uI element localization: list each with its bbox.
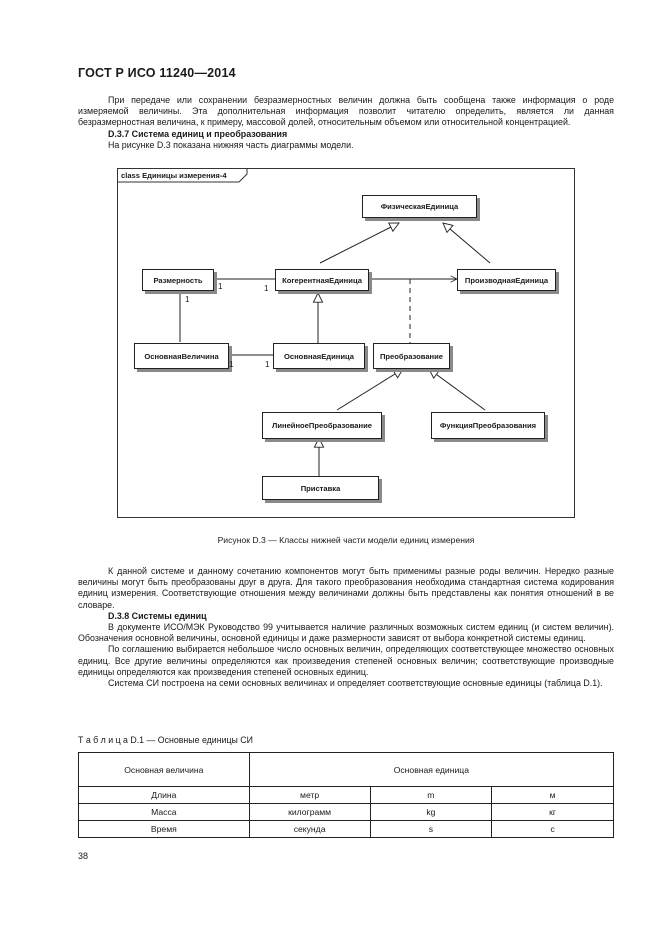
table-cell: Время [78, 820, 250, 838]
section-d37-title: D.3.7 Система единиц и преобразования [108, 128, 288, 139]
table-cell: m [369, 786, 493, 804]
gen-lin-preobr [336, 369, 403, 411]
figure-caption: Рисунок D.3 — Классы нижней части модели… [217, 535, 475, 545]
body-text: К данной системе и данному сочетанию ком… [78, 566, 614, 689]
class-osnovnaya-edinica: ОсновнаяЕдиница [273, 343, 365, 369]
table-row: Длина метр m м [78, 786, 614, 804]
gen-func-preobr [429, 369, 486, 411]
diagram-frame [117, 168, 575, 518]
multiplicity-label: 1 [185, 295, 190, 304]
table-cell: метр [248, 786, 371, 804]
table-cell: Масса [78, 803, 250, 821]
multiplicity-label: 1 [229, 360, 234, 369]
class-pristavka: Приставка [262, 476, 379, 500]
diagram-lines [117, 168, 575, 518]
table-cell: kg [369, 803, 493, 821]
multiplicity-label: 1 [264, 284, 269, 293]
class-fizicheskaya-edinica: ФизическаяЕдиница [362, 195, 477, 218]
table-cell: м [491, 786, 614, 804]
si-units-table: Основная величина Основная единица Длина… [78, 752, 615, 838]
paragraph: К данной системе и данному сочетанию ком… [78, 566, 614, 610]
intro-paragraph: При передаче или сохранении безразмернос… [78, 95, 614, 128]
table-cell: секунда [248, 820, 371, 838]
class-funkciya-preobrazovaniya: ФункцияПреобразования [431, 412, 545, 439]
table-title: Т а б л и ц а D.1 — Основные единицы СИ [78, 735, 253, 745]
table-row: Время секунда s с [78, 820, 614, 838]
class-proizvodnaya-edinica: ПроизводнаяЕдиница [457, 269, 556, 291]
uml-class-diagram: class Единицы измерения-4 ФизическаяЕдин… [117, 168, 575, 518]
document-header: ГОСТ Р ИСО 11240—2014 [78, 66, 236, 80]
gen-kog-fiz [319, 223, 399, 264]
class-preobrazovanie: Преобразование [373, 343, 450, 369]
frame-tab [117, 168, 248, 183]
table-row: Масса килограмм kg кг [78, 803, 614, 821]
table-cell: килограмм [248, 803, 371, 821]
table-cell: Длина [78, 786, 250, 804]
page-number: 38 [78, 851, 89, 861]
table-header-cell: Основная величина [78, 752, 250, 787]
class-kogerentnaya-edinica: КогерентнаяЕдиница [275, 269, 369, 291]
class-osnovnaya-velichina: ОсновнаяВеличина [134, 343, 229, 369]
section-d38-title: D.3.8 Системы единиц [108, 610, 207, 621]
class-razmernost: Размерность [142, 269, 214, 291]
paragraph: В документе ИСО/МЭК Руководство 99 учиты… [78, 622, 614, 644]
multiplicity-label: 1 [218, 282, 223, 291]
table-header-cell: Основная единица [248, 752, 615, 787]
paragraph: Система СИ построена на семи основных ве… [108, 678, 603, 689]
section-d37-text: На рисунке D.3 показана нижняя часть диа… [108, 139, 354, 150]
table-header-row: Основная величина Основная единица [78, 752, 615, 787]
gen-proizv-fiz [443, 223, 491, 264]
table-cell: кг [491, 803, 614, 821]
multiplicity-label: 1 [265, 360, 270, 369]
class-lineinoe-preobrazovanie: ЛинейноеПреобразование [262, 412, 382, 439]
paragraph: По соглашению выбирается небольшое число… [78, 644, 614, 677]
table-cell: s [369, 820, 493, 838]
table-cell: с [491, 820, 614, 838]
intro-text: При передаче или сохранении безразмернос… [78, 95, 614, 151]
diagram-frame-label: class Единицы измерения-4 [121, 171, 227, 180]
